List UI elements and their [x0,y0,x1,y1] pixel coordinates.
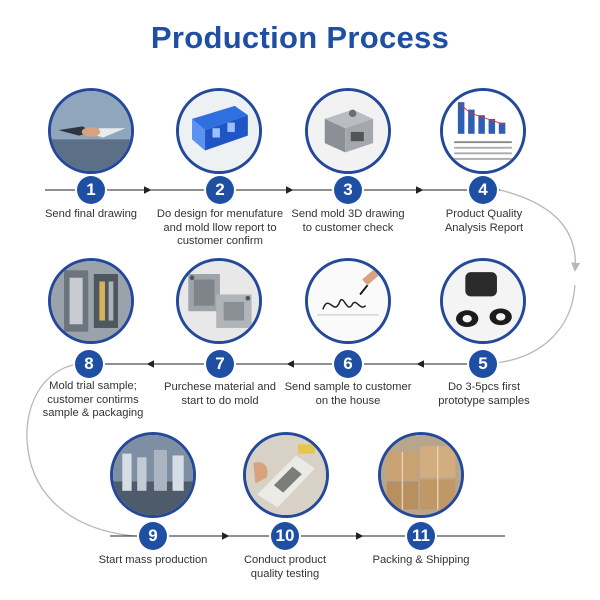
mold-3d-render [305,88,391,174]
blue-mold-design-render [176,88,262,174]
step-3-label: Send mold 3D drawing to customer check [291,208,405,234]
cartons-photo [378,432,464,518]
rubber-parts-photo [440,258,526,344]
step-6-label: Send sample to customer on the house [284,381,412,407]
step-9-badge: 9 [139,522,167,550]
page-title: Production Process [150,20,450,55]
step-2-label: Do design for menufature and mold llow r… [156,208,284,247]
step-10-label: Conduct product quality testing [243,554,327,580]
step-6-badge: 6 [334,350,362,378]
curve-8-9 [26,363,136,537]
mold-base-photo [176,258,262,344]
step-4-badge: 4 [469,176,497,204]
step-4-label: Product Quality Analysis Report [444,208,524,234]
curve-5-join [494,284,576,364]
injection-machine-photo [48,258,134,344]
step-10-badge: 10 [271,522,299,550]
step-8-label: Mold trial sample; customer contirms sam… [42,380,144,419]
bar-chart-report [440,88,526,174]
step-1-label: Send final drawing [44,208,138,220]
handshake-photo [48,88,134,174]
signature-photo [305,258,391,344]
curve-4-5 [499,189,581,272]
step-3-badge: 3 [334,176,362,204]
step-9-label: Start mass production [98,554,208,566]
step-5-label: Do 3-5pcs first prototype samples [438,381,530,407]
step-5-badge: 5 [469,350,497,378]
step-7-label: Purchese material and start to do mold [164,381,276,407]
step-8-badge: 8 [75,350,103,378]
production-line-photo [110,432,196,518]
step-2-badge: 2 [206,176,234,204]
step-1-badge: 1 [77,176,105,204]
step-11-label: Packing & Shipping [372,554,470,566]
step-11-badge: 11 [407,522,435,550]
testing-photo [243,432,329,518]
step-7-badge: 7 [206,350,234,378]
